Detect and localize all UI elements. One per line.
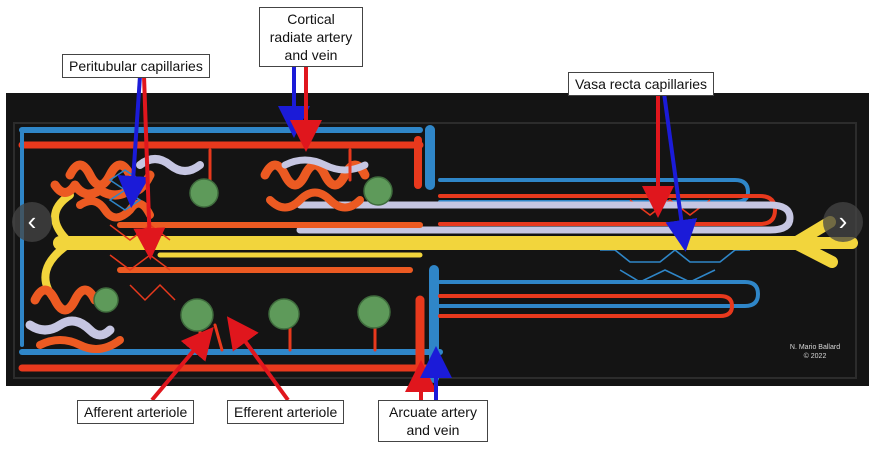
label-peritubular-capillaries: Peritubular capillaries — [62, 54, 210, 78]
glomerulus — [268, 298, 300, 330]
image-credit: N. Mario Ballard © 2022 — [784, 343, 846, 361]
vasa-recta-loops — [438, 178, 778, 318]
label-efferent-arteriole: Efferent arteriole — [227, 400, 345, 424]
glomerulus — [363, 176, 393, 206]
convoluted-tubules — [25, 155, 370, 353]
glomerulus — [357, 295, 391, 329]
afferent-arrow — [150, 326, 214, 402]
glomeruli — [93, 176, 393, 332]
peritubular-blue-arrow — [117, 75, 150, 208]
previous-slide-button[interactable]: ‹ — [12, 202, 52, 242]
glomerulus — [189, 178, 219, 208]
label-vasa-recta-capillaries: Vasa recta capillaries — [568, 72, 715, 96]
credit-name: N. Mario Ballard — [789, 344, 841, 351]
glomerulus — [93, 287, 119, 313]
label-afferent-arteriole: Afferent arteriole — [77, 400, 195, 424]
vasa-recta-blue-arrow — [662, 92, 698, 252]
glomerulus — [180, 298, 214, 332]
label-arcuate-artery-vein: Arcuate artery and vein — [378, 400, 488, 442]
credit-year: © 2022 — [803, 353, 827, 360]
loops-of-henle — [117, 201, 794, 273]
peritubular-red-arrow — [133, 75, 166, 260]
efferent-arrow — [226, 316, 290, 402]
next-slide-button[interactable]: › — [823, 202, 863, 242]
annotation-arrows — [117, 50, 698, 402]
collecting-duct — [41, 191, 858, 304]
label-cortical-radiate: Cortical radiate artery and vein — [259, 7, 363, 67]
